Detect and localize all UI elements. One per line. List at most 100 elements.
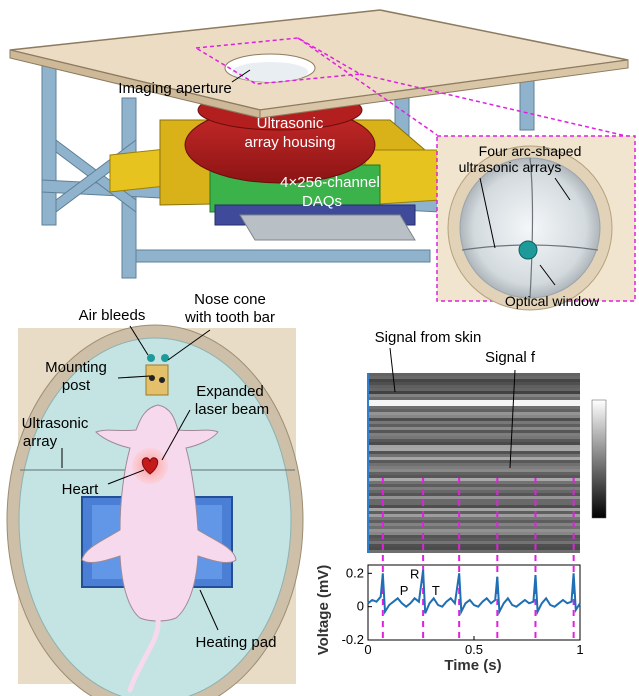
pointer [161,409,191,461]
pointer [129,325,149,356]
signal-band [369,391,580,394]
signal-band [369,517,580,520]
housing-label-2: array housing [245,134,336,151]
signal-band [369,421,580,424]
signal-band [369,382,580,385]
signal-band [369,514,580,517]
zoom-line [359,73,636,139]
signal-band [369,493,580,496]
mouse-panel [6,324,304,696]
signal-band [369,439,580,442]
ultrasonic-array-label-1: Ultrasonic [22,415,89,432]
signal-band [369,412,580,415]
signal-skin-label: Signal from skin [375,329,482,346]
expanded-beam-label-1: Expanded [196,383,264,400]
signal-band [369,526,580,529]
signal-band [369,547,580,550]
expanded-beam-label-2: laser beam [195,401,269,418]
heart-icon [141,457,159,475]
ecg-annotation-T: T [432,583,440,598]
signal-band [369,397,580,400]
signal-band [369,520,580,523]
signal-band [369,403,580,406]
signal-band [369,451,580,454]
daq-label-1: 4×256-channel [280,174,380,191]
signal-band [369,424,580,427]
mounting-post-label-1: Mounting [45,359,107,376]
y-tick-label-2: -0.2 [342,632,364,647]
signal-band [369,499,580,502]
heating-pad-label: Heating pad [196,634,277,651]
signal-band [369,448,580,451]
signal-band [369,481,580,484]
signal-band [369,406,580,409]
ecg-annotation-P: P [400,583,409,598]
nose-cone-label-1: Nose cone [194,291,266,308]
signal-band [369,373,580,376]
ecg-xlabel: Time (s) [444,657,501,674]
signal-band [369,433,580,436]
housing-label-1: Ultrasonic [257,115,324,132]
x-tick-label-1: 0.5 [465,642,483,657]
signal-band [369,529,580,532]
signal-band [369,496,580,499]
x-tick-label-0: 0 [364,642,371,657]
inset-pointer [539,264,556,286]
colorbar [591,399,607,519]
signal-band [369,472,580,475]
optical-window-label: Optical window [505,293,600,309]
signal-band [369,478,580,481]
signal-band [369,460,580,463]
signal-band [369,532,580,535]
y-tick-label-1: 0 [357,599,364,614]
inset-label-1: Four arc-shaped [479,143,582,159]
signal-band [369,427,580,430]
pointer [509,369,516,469]
inset-label-2: ultrasonic arrays [459,159,562,175]
table-top [9,9,629,119]
daq-label-2: DAQs [302,193,342,210]
signal-band [369,415,580,418]
pointer [117,375,151,379]
signal-band [369,388,580,391]
inset-pointer [554,177,571,201]
signal-band [369,385,580,388]
signal-band [369,508,580,511]
signal-band [369,502,580,505]
nose-cone-label-2: with tooth bar [184,309,275,326]
inset-pointer [479,177,496,249]
signal-band [369,541,580,544]
signal-band [369,436,580,439]
zoom-line [297,37,438,136]
signal-band [369,418,580,421]
pointer [167,329,211,361]
signal-band [369,430,580,433]
signal-band [369,457,580,460]
signal-heart-label: Signal f [485,349,536,366]
mounting-post [145,364,169,396]
y-tick-label-0: 0.2 [346,565,364,580]
signal-band [369,544,580,547]
ecg-axes-box [367,564,581,641]
aperture-pointer [231,69,251,83]
ultrasonic-array-label-2: array [23,433,58,450]
signal-band [369,523,580,526]
signal-band [369,463,580,466]
mouse-tail [127,617,161,693]
signal-band [369,535,580,538]
x-tick-label-2: 1 [576,642,583,657]
ecg-ylabel: Voltage (mV) [315,565,332,656]
signal-band [369,487,580,490]
signal-band [369,490,580,493]
signal-band [369,409,580,412]
air-bleeds-label: Air bleeds [79,307,146,324]
mounting-post-label-2: post [62,377,91,394]
signal-band [369,379,580,382]
optical-window-dot [518,240,538,260]
ecg-trace [367,569,581,616]
signal-band [369,475,580,478]
signal-band [369,376,580,379]
signal-band [369,550,580,553]
